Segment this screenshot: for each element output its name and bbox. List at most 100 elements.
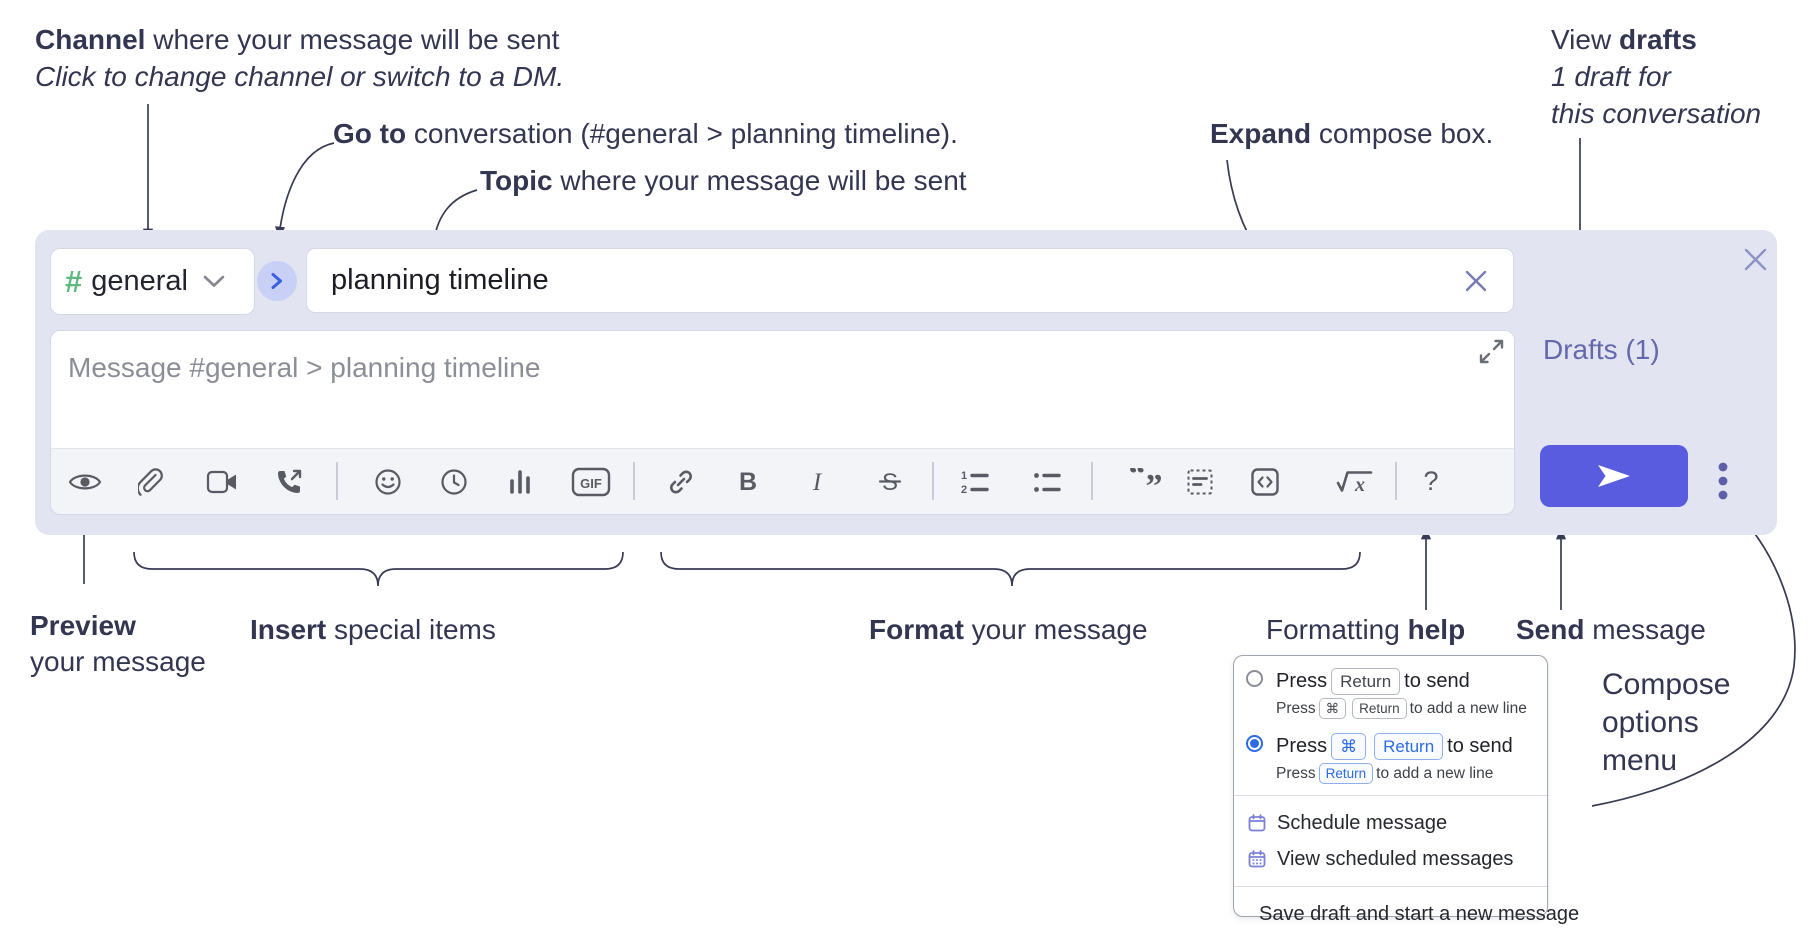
menu-item-view-scheduled[interactable]: View scheduled messages [1234, 841, 1547, 877]
link-button[interactable] [659, 460, 703, 504]
ordered-list-button[interactable]: 1 2 [953, 460, 997, 504]
poll-button[interactable] [498, 460, 542, 504]
formula-button[interactable]: x [1333, 460, 1377, 504]
composer-toolbar: GIF B I S [50, 448, 1515, 515]
gif-icon: GIF [571, 467, 611, 496]
code-block-button[interactable] [1178, 460, 1222, 504]
toolbar-divider [1395, 462, 1397, 500]
toolbar-divider [633, 462, 635, 500]
channel-selector[interactable]: # general [50, 248, 255, 315]
svg-text:x: x [1354, 474, 1365, 496]
expand-icon [1479, 339, 1503, 363]
calendar-icon [1248, 814, 1266, 832]
annotation-format: Format your message [869, 614, 1148, 645]
blockquote-icon: “ ” [1129, 468, 1163, 496]
clock-icon [441, 468, 467, 495]
svg-text:1: 1 [961, 470, 967, 482]
menu-item-schedule-message[interactable]: Schedule message [1234, 805, 1547, 841]
radio-selected[interactable] [1246, 735, 1263, 752]
menu-divider [1234, 795, 1547, 796]
cmd-key: ⌘ [1318, 698, 1347, 719]
annotation-send: Send message [1516, 614, 1706, 645]
annotation-topic: Topic where your message will be sent [480, 165, 967, 196]
strikethrough-icon: S [878, 469, 902, 496]
return-key: Return [1374, 733, 1444, 760]
arrow-go-to [275, 142, 335, 239]
formula-icon: x [1336, 470, 1373, 496]
menu-item-save-draft[interactable]: Save draft and start a new message [1234, 896, 1579, 932]
brace-insert [133, 551, 624, 587]
phone-call-icon [278, 469, 302, 493]
bullet-list-button[interactable] [1025, 460, 1069, 504]
annotation-channel-line2: Click to change channel or switch to a D… [35, 61, 565, 92]
svg-text:“: “ [1129, 468, 1146, 493]
channel-name: general [91, 265, 188, 297]
return-key: Return [1318, 763, 1374, 784]
inline-code-button[interactable] [1243, 460, 1287, 504]
cmd-key: ⌘ [1331, 733, 1367, 760]
code-block-icon [1187, 469, 1213, 494]
svg-text:I: I [812, 469, 823, 496]
emoji-smile-icon [375, 468, 401, 495]
annotation-compose-options: Compose options menu [1602, 668, 1731, 777]
strikethrough-button[interactable]: S [868, 460, 912, 504]
annotation-insert: Insert special items [250, 614, 496, 645]
bold-icon: B [739, 468, 757, 496]
send-plane-icon [1598, 465, 1630, 487]
calendar-list-icon [1248, 850, 1266, 868]
brace-format [660, 551, 1361, 587]
italic-button[interactable]: I [795, 460, 839, 504]
blockquote-button[interactable]: “ ” [1124, 460, 1168, 504]
chevron-down-icon [203, 275, 225, 288]
video-camera-icon [206, 470, 236, 493]
annotation-view-drafts-line3: this conversation [1551, 98, 1762, 129]
bullet-list-icon [1034, 472, 1061, 492]
preview-message-button[interactable] [63, 460, 107, 504]
emoji-button[interactable] [366, 460, 410, 504]
annotation-formatting-help: Formatting help [1266, 614, 1466, 645]
svg-text:”: ” [1146, 468, 1163, 496]
inline-code-icon [1251, 467, 1279, 496]
clear-topic-icon[interactable] [1463, 268, 1489, 294]
eye-icon [68, 474, 102, 489]
kebab-menu-icon [1718, 462, 1728, 500]
close-compose-button[interactable] [1740, 244, 1770, 274]
link-icon [670, 470, 692, 493]
gif-button[interactable]: GIF [569, 460, 613, 504]
annotation-view-drafts-line2: 1 draft for [1551, 61, 1671, 92]
compose-options-button[interactable] [1712, 458, 1734, 504]
annotation-preview: Preview [30, 610, 136, 641]
topic-value: planning timeline [331, 264, 549, 296]
annotation-view-drafts: View drafts [1551, 24, 1697, 55]
svg-text:GIF: GIF [580, 476, 602, 491]
svg-text:B: B [739, 468, 757, 496]
bold-button[interactable]: B [726, 460, 770, 504]
recent-items-button[interactable] [432, 460, 476, 504]
send-button[interactable] [1540, 445, 1688, 507]
question-mark-icon: ? [1423, 467, 1438, 496]
annotation-channel: Channel where your message will be sent [35, 24, 560, 55]
attach-file-button[interactable] [129, 460, 173, 504]
topic-input[interactable]: planning timeline [306, 248, 1514, 313]
annotation-preview-line2: your message [30, 646, 206, 677]
annotation-go-to: Go to conversation (#general > planning … [333, 118, 958, 149]
svg-text:2: 2 [961, 484, 967, 496]
bar-chart-icon [510, 469, 530, 494]
toolbar-divider [1091, 462, 1093, 500]
ordered-list-icon: 1 2 [961, 470, 989, 496]
drafts-link[interactable]: Drafts (1) [1543, 334, 1660, 365]
radio-unselected[interactable] [1246, 670, 1263, 687]
expand-compose-button[interactable] [1476, 336, 1506, 366]
svg-text:?: ? [1423, 467, 1438, 496]
formatting-help-button[interactable]: ? [1409, 460, 1453, 504]
go-to-conversation-button[interactable] [257, 261, 297, 301]
video-clip-button[interactable] [200, 460, 244, 504]
channel-hash-icon: # [65, 263, 83, 299]
return-key: Return [1352, 698, 1407, 719]
audio-clip-button[interactable] [267, 460, 311, 504]
close-icon [1744, 248, 1766, 270]
